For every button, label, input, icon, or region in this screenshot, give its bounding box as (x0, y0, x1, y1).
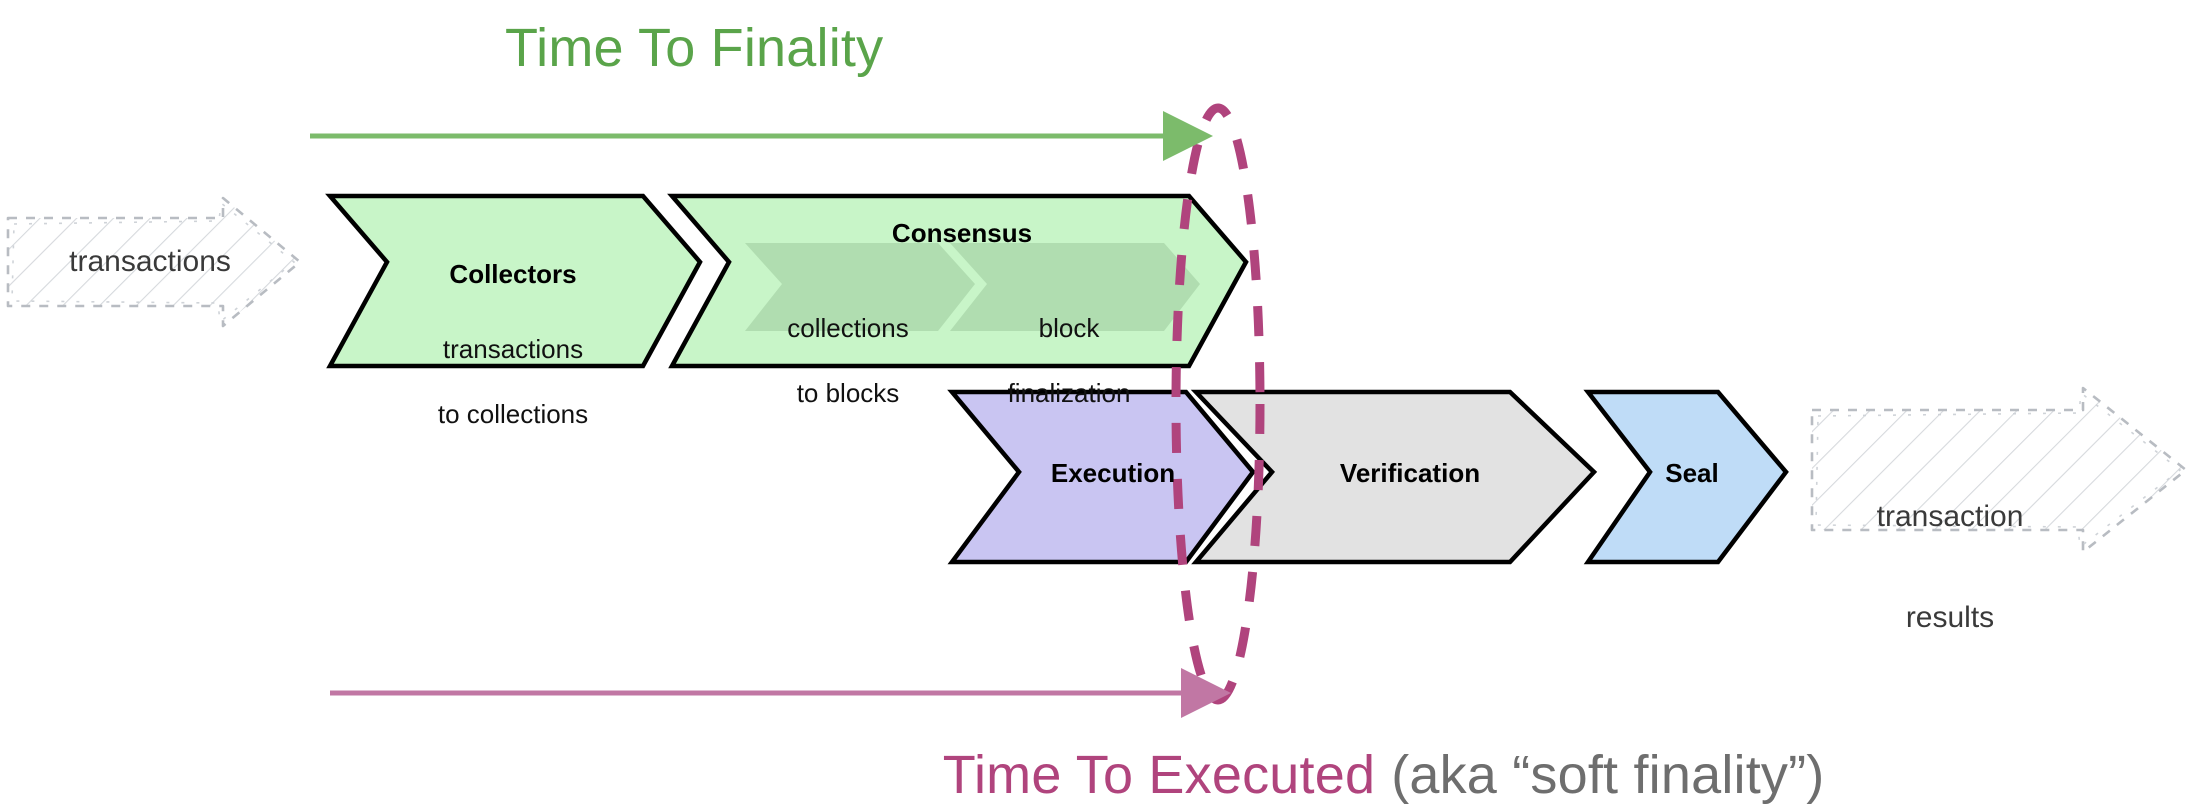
collectors-heading: Collectors (449, 258, 577, 289)
block-finalization-line2: finalization (1007, 377, 1131, 408)
collections-to-blocks-line2: to blocks (796, 377, 900, 408)
inner-shape-collections-to-blocks (745, 243, 975, 331)
input-sketch-arrow (6, 196, 302, 328)
stage-shape-verification[interactable] (1190, 389, 1598, 565)
input-label-transactions: transactions (69, 245, 231, 278)
output-label-transaction-results: transaction results (1790, 433, 2110, 702)
consensus-heading: Consensus (891, 218, 1033, 248)
output-label-line1: transaction (1876, 500, 2024, 534)
verification-heading: Verification (1339, 458, 1481, 488)
time-to-executed-primary: Time To Executed (942, 744, 1376, 805)
output-label-line2: results (1905, 600, 1995, 634)
time-to-finality-title: Time To Finality (505, 18, 884, 78)
time-to-executed-secondary: (aka “soft finality”) (1391, 744, 1825, 805)
stage-shape-consensus[interactable] (667, 193, 1249, 369)
inner-label-block-finalization: block finalization (944, 278, 1194, 444)
time-to-executed-title: Time To Executed(aka “soft finality”) (925, 727, 1825, 806)
collectors-sub-line1: transactions (442, 333, 584, 364)
block-finalization-line1: block (1038, 312, 1100, 343)
stage-shape-seal[interactable] (1583, 389, 1789, 565)
inner-shape-block-finalization (950, 243, 1200, 331)
inner-label-collections-to-blocks: collections to blocks (723, 278, 973, 444)
stage-shape-collectors[interactable] (325, 193, 703, 369)
seal-heading: Seal (1665, 458, 1719, 488)
collectors-sub-line2: to collections (437, 398, 589, 429)
execution-heading: Execution (1050, 458, 1176, 488)
stage-label-collectors: Collectors transactions to collections (348, 224, 678, 465)
output-sketch-arrow (1810, 386, 2188, 554)
collections-to-blocks-line1: collections (787, 312, 909, 343)
